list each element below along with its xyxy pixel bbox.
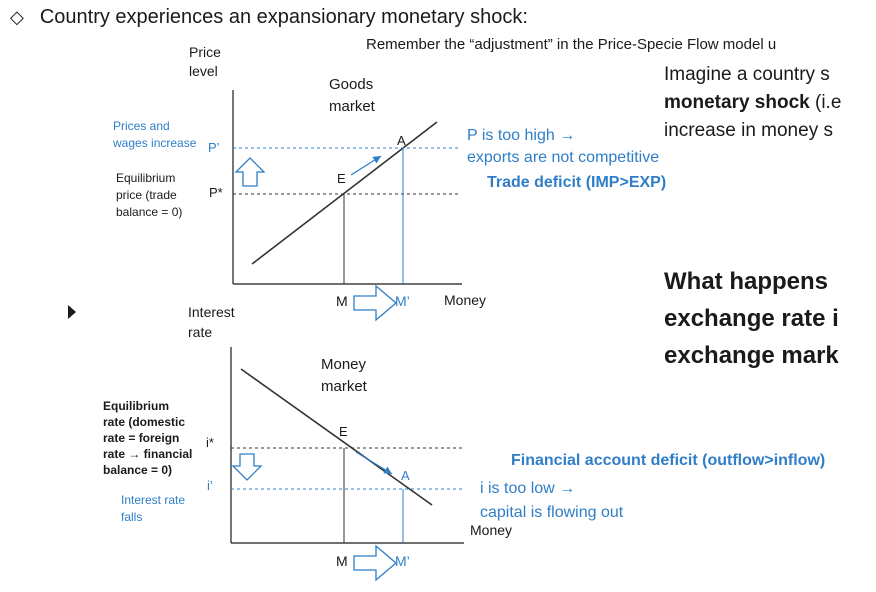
prices-rise-line-2: wages increase	[113, 136, 197, 150]
rate-falls-line-1: Interest rate	[121, 493, 186, 507]
money-down-arrow-icon	[231, 453, 263, 481]
goods-point-e: E	[337, 171, 346, 186]
money-axes	[230, 347, 464, 544]
i-star-label: i*	[206, 435, 214, 450]
money-m-prime-label: M’	[395, 553, 410, 569]
p-prime-label: P’	[208, 140, 220, 155]
money-move-arrow	[355, 451, 393, 475]
i-too-low-line-2: capital is flowing out	[480, 504, 624, 521]
rate-falls-line-2: falls	[121, 510, 143, 524]
money-point-a: A	[401, 468, 410, 483]
question-line-3: exchange mark	[664, 342, 839, 369]
p-too-high-line-1: P is too high →	[467, 127, 576, 144]
money-m-label: M	[336, 553, 348, 569]
eq-price-line-1: Equilibrium	[116, 171, 176, 185]
goods-x-axis-label: Money	[444, 292, 487, 308]
i-prime-label: i’	[207, 478, 213, 493]
bullet-triangle-icon	[68, 305, 76, 319]
money-y-axis-label-2: rate	[188, 324, 213, 340]
goods-axes	[232, 90, 462, 285]
imagine-rest: (i.e	[809, 92, 842, 113]
eq-rate-line-4: rate → financial	[103, 447, 193, 461]
money-market-label-1: Money	[321, 356, 367, 373]
imagine-bold: monetary shock	[664, 92, 810, 113]
goods-point-a: A	[397, 133, 406, 148]
goods-right-arrow-icon	[353, 284, 398, 322]
question-line-1: What happens	[664, 268, 829, 295]
eq-rate-line-1: Equilibrium	[103, 399, 169, 413]
imagine-line-1: Imagine a country s	[664, 64, 830, 85]
money-point-e: E	[339, 424, 348, 439]
goods-move-arrow	[350, 155, 382, 176]
money-y-axis-label-1: Interest	[188, 304, 235, 320]
slide-title: ◇ Country experiences an expansionary mon…	[10, 6, 528, 29]
goods-curve	[251, 121, 438, 265]
eq-rate-line-3: rate = foreign	[103, 431, 180, 445]
eq-price-line-3: balance = 0)	[116, 205, 183, 219]
eq-price-line-2: price (trade	[116, 188, 177, 202]
money-curve	[240, 368, 433, 506]
p-too-high-line-2: exports are not competitive	[467, 149, 660, 166]
money-market-label-2: market	[321, 378, 367, 395]
goods-y-axis-label-1: Price	[189, 44, 221, 60]
money-right-arrow-icon	[353, 544, 398, 582]
remember-note: Remember the “adjustment” in the Price-S…	[366, 36, 777, 53]
money-x-axis-label: Money	[470, 522, 513, 538]
goods-m-prime-label: M’	[395, 293, 410, 309]
goods-market-label-1: Goods	[329, 76, 374, 93]
i-too-low-line-1: i is too low →	[480, 480, 576, 497]
diamond-bullet-icon: ◇	[10, 7, 24, 27]
eq-rate-line-2: rate (domestic	[103, 415, 186, 429]
goods-m-label: M	[336, 293, 348, 309]
imagine-line-3: increase in money s	[664, 120, 833, 141]
trade-deficit-label: Trade deficit (IMP>EXP)	[487, 174, 667, 191]
prices-rise-line-1: Prices and	[113, 119, 170, 133]
financial-deficit-label: Financial account deficit (outflow>inflo…	[511, 452, 826, 469]
goods-market-label-2: market	[329, 98, 375, 115]
eq-rate-line-5: balance = 0)	[103, 463, 173, 477]
goods-up-arrow-icon	[234, 157, 266, 187]
goods-y-axis-label-2: level	[189, 63, 218, 79]
question-line-2: exchange rate i	[664, 305, 839, 332]
slide-title-text: Country experiences an expansionary mone…	[39, 6, 528, 28]
p-star-label: P*	[209, 185, 223, 200]
imagine-line-2: monetary shock (i.e	[664, 92, 841, 114]
